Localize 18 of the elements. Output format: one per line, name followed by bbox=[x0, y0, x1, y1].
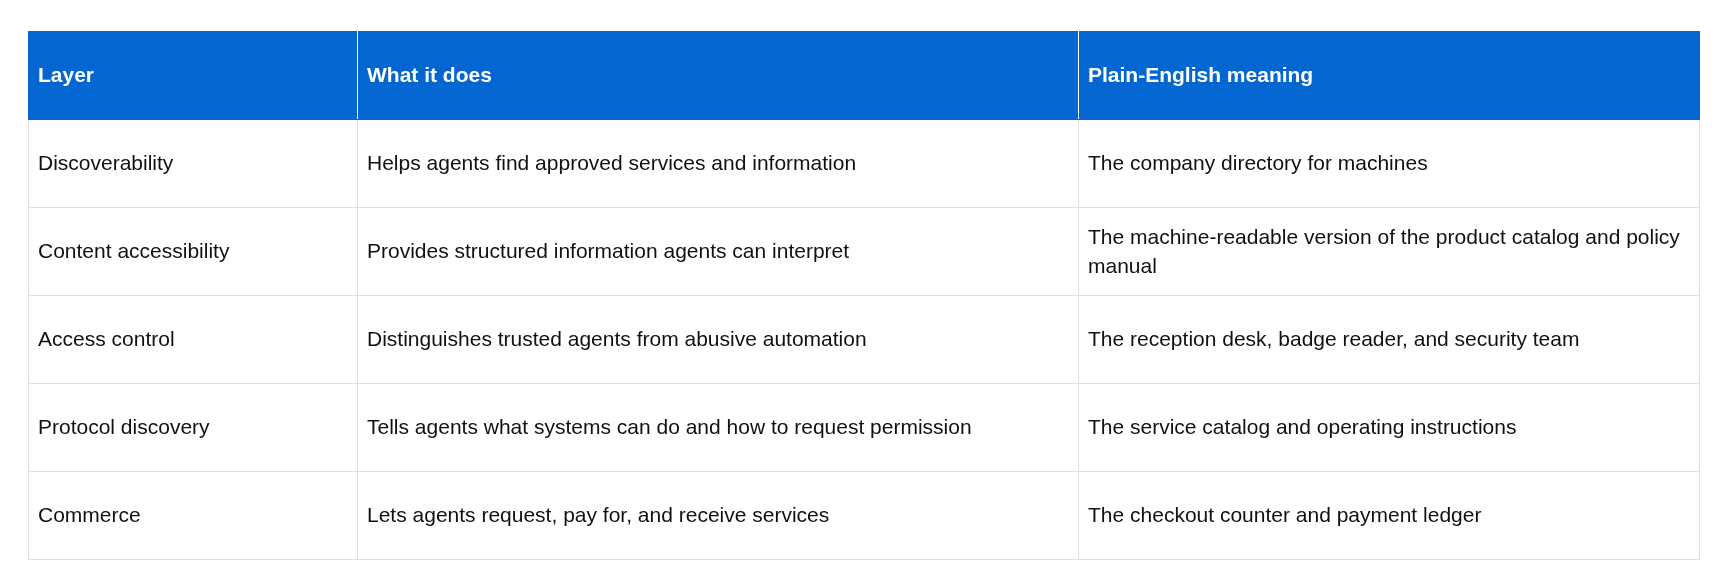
table-cell: Provides structured information agents can interpret bbox=[357, 207, 1079, 296]
table-cell: The machine-readable version of the product catalog and policy manual bbox=[1078, 207, 1700, 296]
table-cell: Content accessibility bbox=[28, 207, 358, 296]
table-cell: Lets agents request, pay for, and receive services bbox=[357, 471, 1079, 560]
table-cell: Protocol discovery bbox=[28, 383, 358, 472]
table-cell: The checkout counter and payment ledger bbox=[1078, 471, 1700, 560]
table-cell: The reception desk, badge reader, and security team bbox=[1078, 295, 1700, 384]
table-cell: Distinguishes trusted agents from abusive automation bbox=[357, 295, 1079, 384]
table-cell: Commerce bbox=[28, 471, 358, 560]
table-cell: Helps agents find approved services and information bbox=[357, 119, 1079, 208]
table-cell: Discoverability bbox=[28, 119, 358, 208]
table-cell: The service catalog and operating instructions bbox=[1078, 383, 1700, 472]
table-cell: Access control bbox=[28, 295, 358, 384]
table-header-cell: What it does bbox=[357, 31, 1079, 120]
table-header-cell: Layer bbox=[28, 31, 358, 120]
table-header-cell: Plain-English meaning bbox=[1078, 31, 1700, 120]
table-cell: Tells agents what systems can do and how to request permission bbox=[357, 383, 1079, 472]
table-cell: The company directory for machines bbox=[1078, 119, 1700, 208]
